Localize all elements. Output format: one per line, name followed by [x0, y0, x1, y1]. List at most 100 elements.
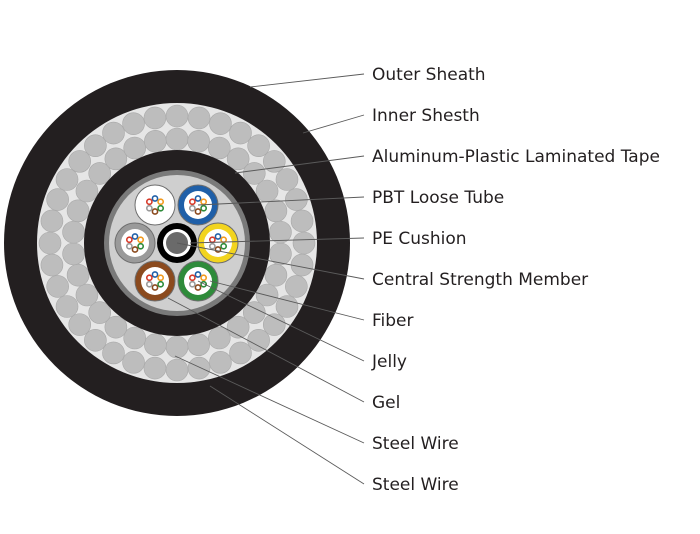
steel-wire: [285, 275, 308, 298]
leader-line-steel-wire-1: [174, 355, 365, 444]
steel-wire: [66, 263, 90, 287]
steel-wire: [88, 162, 112, 185]
fiber: [125, 242, 133, 250]
steel-wire: [165, 104, 189, 128]
fiber: [145, 274, 153, 282]
steel-wire: [264, 263, 288, 287]
fiber: [200, 198, 208, 206]
fiber: [208, 242, 216, 250]
steel-wire: [75, 283, 99, 307]
jelly: [121, 229, 149, 257]
steel-wire: [229, 121, 252, 145]
leader-line-fiber: [209, 280, 365, 321]
steel-wire: [104, 147, 128, 171]
steel-wire: [143, 106, 167, 130]
label-gel: Gel: [372, 393, 400, 413]
leader-line-gel: [167, 297, 365, 403]
grey-tube: [114, 222, 156, 264]
fiber: [145, 198, 153, 206]
label-outer-sheath: Outer Sheath: [372, 65, 486, 85]
fiber: [194, 195, 202, 202]
steel-wire: [122, 112, 145, 135]
leader-line-jelly: [197, 280, 365, 362]
fiber: [125, 236, 133, 244]
fiber: [200, 274, 208, 282]
steel-wire: [38, 231, 62, 255]
steel-wire: [122, 351, 145, 374]
fiber: [208, 236, 216, 244]
leader-line-strength-member: [176, 242, 365, 280]
steel-wire-group: [38, 104, 316, 382]
steel-wire: [62, 220, 85, 244]
steel-wire: [187, 129, 210, 153]
fiber: [131, 246, 139, 253]
leader-line-pe-cushion: [189, 237, 365, 244]
fiber: [157, 280, 165, 288]
steel-wire: [292, 231, 316, 255]
steel-wire: [290, 209, 314, 233]
label-strength-member: Central Strength Member: [372, 270, 588, 290]
fiber: [220, 242, 228, 250]
white-tube: [134, 184, 176, 226]
steel-wire: [88, 301, 112, 324]
leader-line-outer-sheath: [249, 73, 365, 88]
steel-wire: [242, 162, 266, 185]
fiber: [194, 284, 202, 291]
steel-wire: [84, 328, 107, 352]
steel-wire: [229, 341, 252, 365]
leader-line-inner-sheath: [302, 114, 365, 134]
steel-wire: [165, 358, 189, 382]
steel-wire: [255, 179, 279, 203]
steel-wire: [66, 199, 90, 223]
label-jelly: Jelly: [371, 352, 407, 372]
fiber: [151, 208, 159, 215]
leader-line-steel-wire-2: [209, 385, 365, 485]
steel-wire: [123, 326, 146, 350]
component-labels: Outer Sheath Inner Shesth Aluminum-Plast…: [371, 65, 660, 495]
fiber: [188, 280, 196, 288]
steel-wire: [62, 242, 85, 266]
label-steel-wire-2: Steel Wire: [372, 475, 459, 495]
steel-wire: [275, 295, 299, 318]
label-pe-cushion: PE Cushion: [372, 229, 467, 249]
leader-line-loose-tube: [197, 196, 365, 206]
label-steel-wire-1: Steel Wire: [372, 434, 459, 454]
fiber: [157, 198, 165, 206]
fiber: [137, 236, 145, 244]
steel-wire: [269, 220, 292, 244]
steel-wire: [46, 275, 69, 298]
label-laminated-tape: Aluminum-Plastic Laminated Tape: [372, 147, 660, 167]
steel-wire: [75, 179, 99, 203]
fiber: [151, 271, 159, 278]
steel-wire: [208, 326, 231, 350]
steel-wire: [247, 134, 270, 158]
fiber: [145, 204, 153, 212]
jelly: [141, 191, 169, 219]
label-inner-sheath: Inner Shesth: [372, 106, 480, 126]
fiber: [131, 233, 139, 240]
steel-wire: [165, 335, 189, 359]
steel-wire: [68, 313, 92, 336]
steel-wire: [40, 209, 64, 233]
fiber: [188, 198, 196, 206]
steel-wire: [68, 150, 92, 173]
steel-wire: [55, 295, 79, 318]
fiber: [151, 284, 159, 291]
fiber: [194, 208, 202, 215]
fiber: [200, 204, 208, 212]
steel-wire: [209, 351, 232, 374]
label-loose-tube: PBT Loose Tube: [372, 188, 504, 208]
brown-tube: [134, 260, 176, 302]
steel-wire: [290, 253, 314, 277]
steel-wire: [143, 356, 167, 380]
steel-wire: [187, 106, 211, 130]
fiber: [137, 242, 145, 250]
steel-wire: [208, 136, 231, 160]
steel-wire: [187, 333, 210, 357]
leader-line-laminated-tape: [234, 155, 365, 174]
fiber: [151, 195, 159, 202]
steel-wire: [275, 168, 299, 191]
fiber: [214, 233, 222, 240]
leader-lines: [167, 73, 365, 485]
